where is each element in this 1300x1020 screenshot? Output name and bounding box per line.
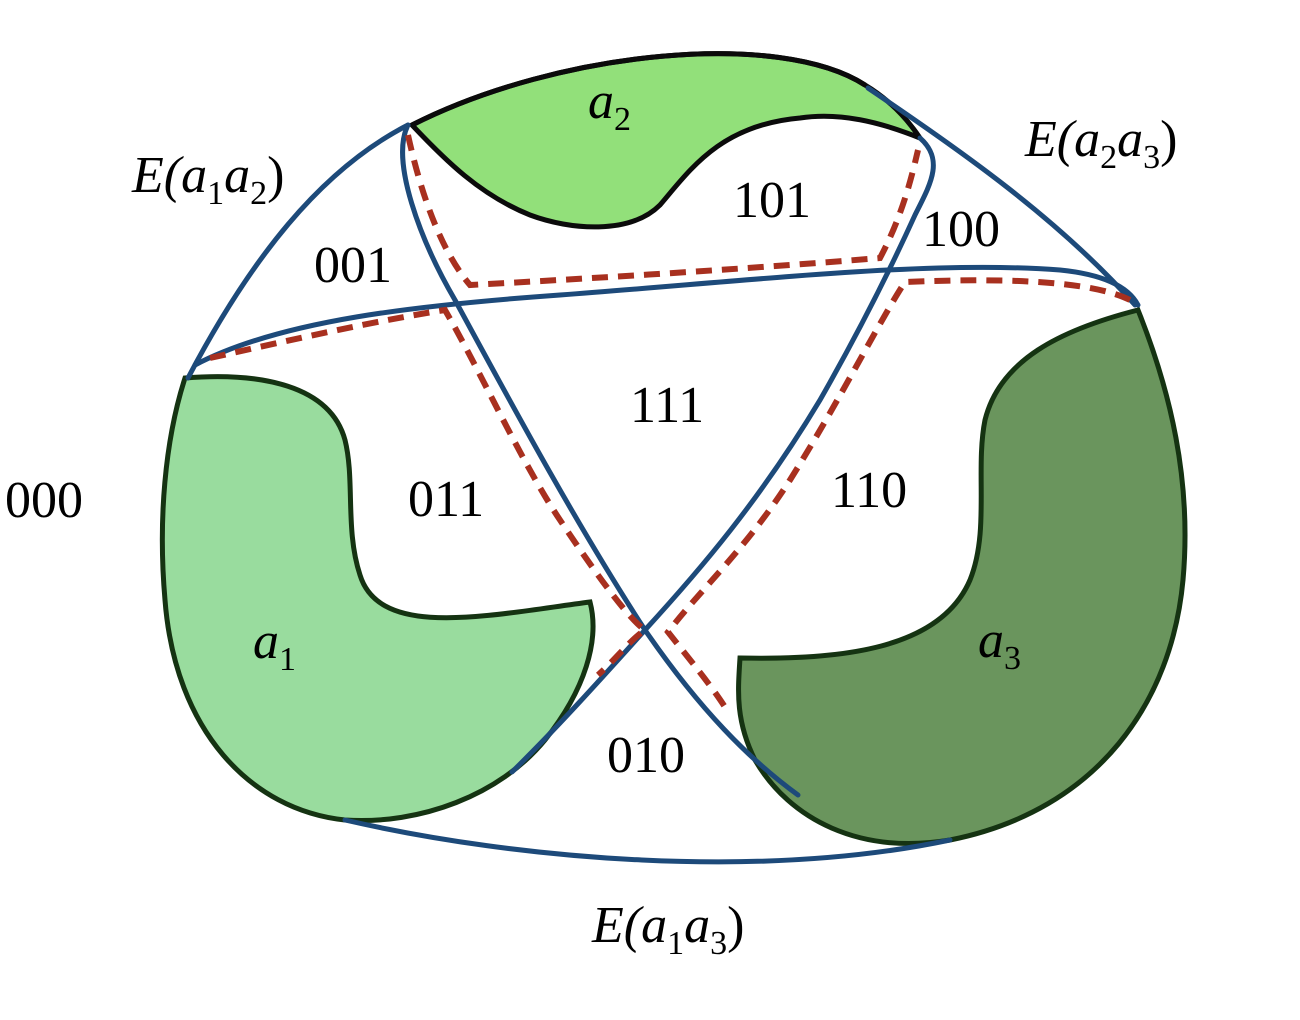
outer-top-arc bbox=[410, 51, 867, 128]
edge-a2a3-suffix: ) bbox=[1160, 111, 1177, 168]
edge-a1a3-outer-curve bbox=[342, 817, 953, 865]
edge-a1a3-suffix: ) bbox=[727, 897, 744, 954]
edge-label-a1a3: E(a1a3) bbox=[591, 897, 744, 962]
dashed-top-region bbox=[405, 134, 921, 289]
edge-a2a3-l2: a bbox=[1117, 111, 1143, 168]
agent-a2-blob bbox=[407, 51, 927, 230]
agent-a1-blob bbox=[159, 374, 596, 824]
edge-a1a3-prefix: E( bbox=[591, 897, 644, 954]
agent-a2-index: 2 bbox=[614, 101, 631, 138]
edge-a1a2-suffix: ) bbox=[267, 147, 284, 204]
edge-a1a3-l2: a bbox=[684, 897, 710, 954]
agent-a2-letter: a bbox=[588, 73, 614, 130]
region-labels: 000 001 101 100 111 011 110 010 bbox=[5, 172, 1000, 784]
region-label-011: 011 bbox=[408, 471, 484, 528]
region-label-110: 110 bbox=[831, 462, 907, 519]
edge-a2a3-l1: a bbox=[1074, 111, 1100, 168]
edge-boundaries bbox=[185, 85, 1141, 865]
region-label-101: 101 bbox=[733, 172, 811, 229]
agent-a3-letter: a bbox=[978, 612, 1004, 669]
edge-label-a2a3: E(a2a3) bbox=[1024, 111, 1177, 176]
edge-a1a2-l2: a bbox=[224, 147, 250, 204]
agent-label-a1: a1 bbox=[253, 613, 296, 678]
edge-horizontal-curve bbox=[192, 264, 1141, 368]
agent-label-a3: a3 bbox=[978, 612, 1021, 677]
edge-a2a3-i1: 2 bbox=[1100, 139, 1117, 176]
region-label-001: 001 bbox=[314, 237, 392, 294]
dashed-boundaries bbox=[209, 134, 1132, 714]
edge-a1a3-i1: 1 bbox=[667, 925, 684, 962]
edge-a1a3-l1: a bbox=[641, 897, 667, 954]
region-label-100: 100 bbox=[922, 201, 1000, 258]
edge-a1a2-inner-curve bbox=[400, 122, 801, 798]
edge-a2a3-inner-curve bbox=[509, 135, 936, 775]
edge-a1a2-i2: 2 bbox=[250, 175, 267, 212]
edge-label-a1a2: E(a1a2) bbox=[131, 147, 284, 212]
region-label-000: 000 bbox=[5, 472, 83, 529]
agent-label-a2: a2 bbox=[588, 73, 631, 138]
edge-a1a2-prefix: E( bbox=[131, 147, 184, 204]
dashed-right-region bbox=[664, 277, 1132, 714]
edge-a2a3-outer-curve bbox=[865, 85, 1138, 308]
edge-a2a3-i2: 3 bbox=[1143, 139, 1160, 176]
dashed-left-region bbox=[209, 306, 651, 678]
edge-labels: E(a1a2) E(a2a3) E(a1a3) bbox=[131, 111, 1177, 962]
agent-labels: a1 a2 a3 bbox=[253, 73, 1021, 678]
edge-a2a3-prefix: E( bbox=[1024, 111, 1077, 168]
agent-a3-blob bbox=[736, 307, 1188, 846]
agent-a1-index: 1 bbox=[279, 641, 296, 678]
edge-a1a2-outer-curve bbox=[185, 122, 411, 381]
edge-a1a2-l1: a bbox=[181, 147, 207, 204]
region-label-111: 111 bbox=[630, 377, 704, 434]
edge-a1a2-i1: 1 bbox=[207, 175, 224, 212]
region-label-010: 010 bbox=[607, 727, 685, 784]
edge-a1a3-i2: 3 bbox=[710, 925, 727, 962]
agent-a1-letter: a bbox=[253, 613, 279, 670]
agent-a3-index: 3 bbox=[1004, 640, 1021, 677]
